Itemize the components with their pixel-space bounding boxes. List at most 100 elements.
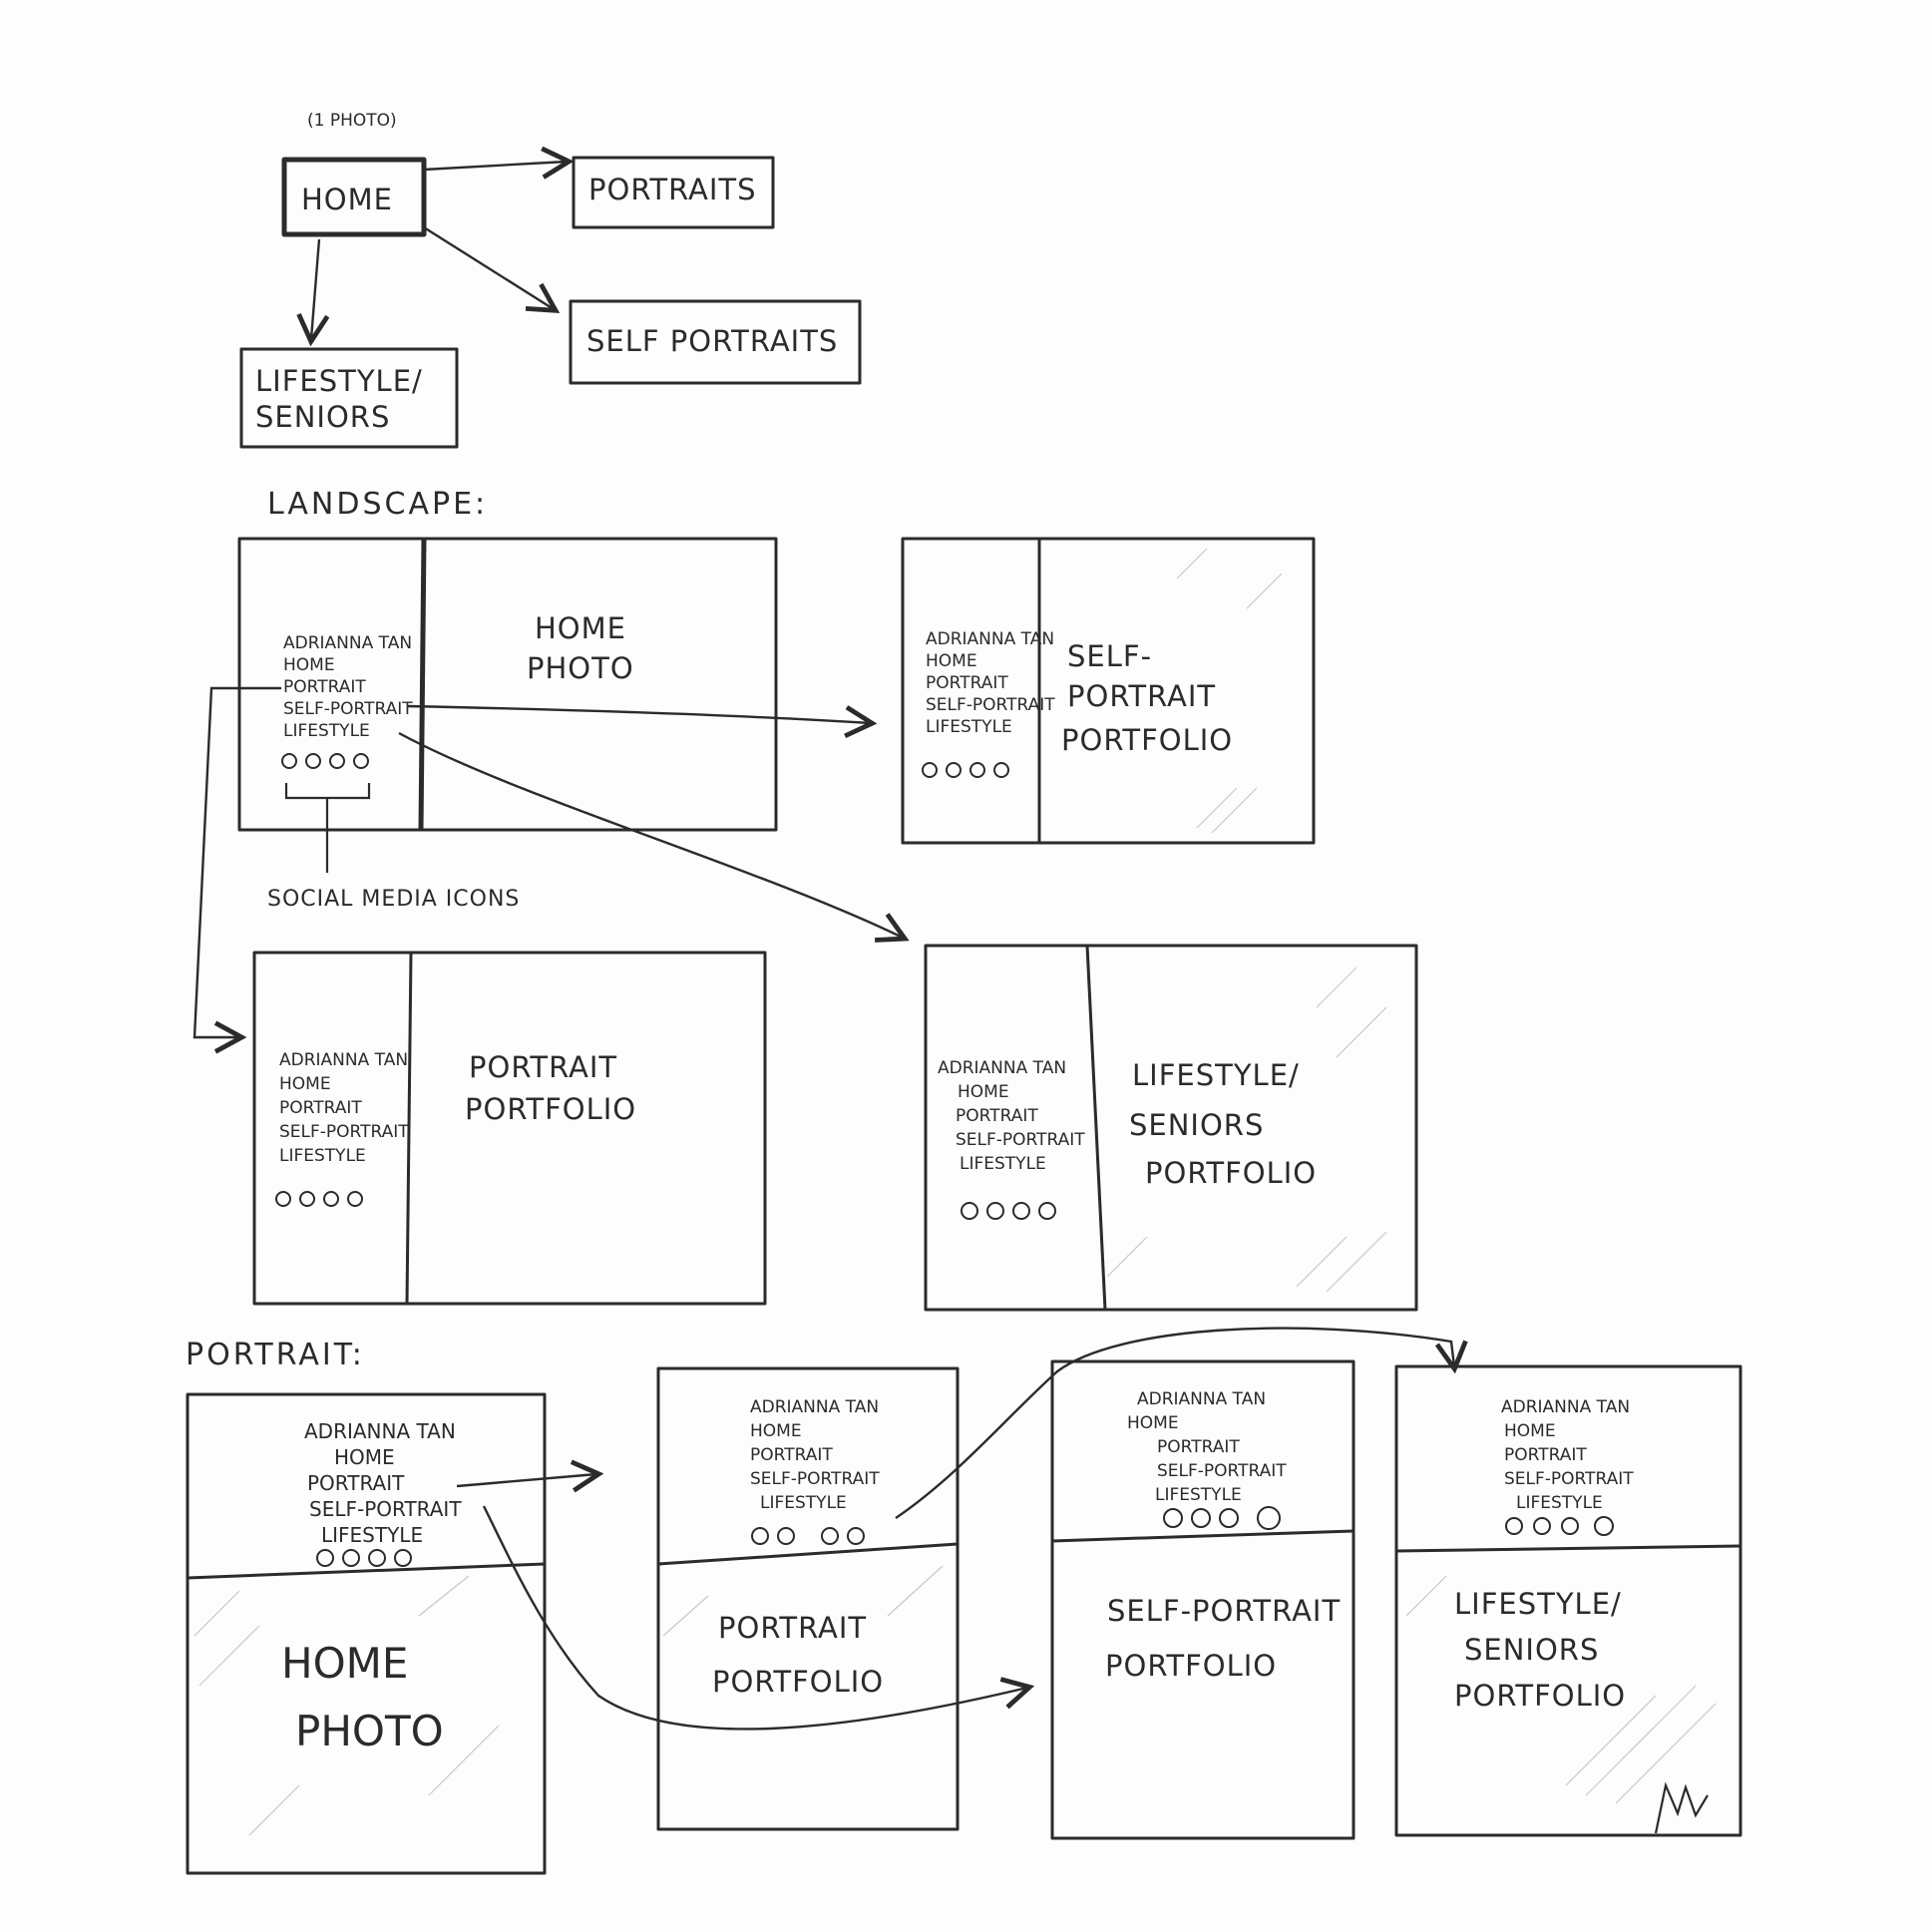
nav-item-self-portrait: SELF-PORTRAIT — [750, 1469, 880, 1489]
social-icons — [1505, 1516, 1614, 1536]
arrow-home-to-portraits — [423, 162, 567, 170]
section-label-landscape: LANDSCAPE: — [267, 487, 488, 522]
nav-item-portrait: PORTRAIT — [283, 677, 366, 697]
nav-name: ADRIANNA TAN — [938, 1058, 1066, 1078]
nav-name: ADRIANNA TAN — [750, 1397, 879, 1417]
nav-name: ADRIANNA TAN — [279, 1050, 408, 1070]
nav-item-lifestyle: LIFESTYLE — [1516, 1493, 1603, 1513]
arrow-self-portrait-link — [406, 704, 870, 723]
arrow-portrait-link — [193, 686, 281, 1037]
nav-name: ADRIANNA TAN — [1501, 1397, 1630, 1417]
nav-item-home: HOME — [1504, 1421, 1556, 1441]
content-label-1: SELF-PORTRAIT — [1107, 1594, 1341, 1628]
content-label-1: PORTRAIT — [469, 1050, 617, 1084]
content-label-2: PHOTO — [295, 1707, 444, 1755]
nav-item-home: HOME — [958, 1082, 1009, 1102]
content-label-2: PORTRAIT — [1067, 679, 1216, 713]
nav-item-portrait: PORTRAIT — [1504, 1445, 1587, 1465]
sitemap: (1 PHOTO) HOME PORTRAITS SELF PORTRAITS … — [239, 111, 862, 449]
content-label-2: PORTFOLIO — [465, 1092, 636, 1126]
social-icons-bracket — [284, 783, 371, 800]
nav-item-portrait: PORTRAIT — [279, 1098, 362, 1118]
scribble — [1654, 1781, 1709, 1834]
nav-item-home: HOME — [1127, 1413, 1179, 1433]
social-icons — [1163, 1506, 1281, 1530]
sitemap-node-self-portraits-label: SELF PORTRAITS — [586, 324, 838, 358]
nav-name: ADRIANNA TAN — [926, 629, 1054, 649]
arrow-portrait-link — [456, 1474, 596, 1486]
landscape-self-portrait-wireframe: ADRIANNA TAN HOME PORTRAIT SELF- PORTRAIT… — [901, 537, 1316, 845]
sitemap-node-self-portraits: SELF PORTRAITS — [569, 299, 862, 385]
nav-item-lifestyle: LIFESTYLE — [283, 721, 370, 741]
content-label-1: PORTRAIT — [718, 1611, 867, 1645]
portrait-lifestyle-wireframe: ADRIANNA TAN HOME PORTRAIT SELF-PORTRAIT… — [1394, 1364, 1742, 1837]
nav-item-home: HOME — [750, 1421, 802, 1441]
nav-item-portrait: PORTRAIT — [307, 1471, 405, 1495]
nav-item-lifestyle: LIFESTYLE — [926, 717, 1012, 737]
content-label-2: PORTFOLIO — [712, 1665, 884, 1699]
content-label-3: PORTFOLIO — [1145, 1156, 1317, 1190]
nav-item-self-portrait: SELF-PORTRAIT — [956, 1130, 1085, 1150]
nav-item-lifestyle: LIFESTYLE — [279, 1146, 366, 1166]
section-label-portrait: PORTRAIT: — [186, 1338, 365, 1372]
sitemap-node-portraits-label: PORTRAITS — [588, 173, 757, 206]
nav-item-self-portrait: SELF-PORTRAIT — [1504, 1469, 1634, 1489]
landscape-home-wireframe: ADRIANNA TAN HOME PORTRAIT SELF-PORTRAIT… — [237, 537, 778, 873]
nav-item-self-portrait: SELF-PORTRAIT — [279, 1122, 409, 1142]
nav-item-lifestyle: LIFESTYLE — [960, 1154, 1046, 1174]
nav-item-lifestyle: LIFESTYLE — [760, 1493, 847, 1513]
content-label-1: HOME — [281, 1639, 408, 1688]
social-icons — [316, 1549, 412, 1567]
content-label-1: HOME — [535, 611, 626, 645]
sitemap-node-home-label: HOME — [301, 183, 393, 216]
nav-name: ADRIANNA TAN — [1137, 1389, 1266, 1409]
sitemap-node-lifestyle-label-1: LIFESTYLE/ — [255, 364, 423, 398]
arrow-home-to-lifestyle — [311, 238, 319, 339]
nav-name: ADRIANNA TAN — [304, 1419, 456, 1443]
content-label-1: LIFESTYLE/ — [1132, 1058, 1300, 1092]
content-label-2: PHOTO — [527, 651, 634, 685]
portrait-self-portrait-wireframe: ADRIANNA TAN HOME PORTRAIT SELF-PORTRAIT… — [1050, 1359, 1355, 1840]
arrow-self-portrait-link — [482, 1505, 1027, 1731]
nav-item-self-portrait: SELF-PORTRAIT — [283, 699, 413, 719]
arrow-home-to-self-portraits — [423, 225, 554, 309]
social-icons — [922, 762, 1009, 778]
social-media-icons-label: SOCIAL MEDIA ICONS — [267, 887, 520, 912]
content-label-2: PORTFOLIO — [1105, 1649, 1277, 1683]
content-label-3: PORTFOLIO — [1454, 1679, 1626, 1713]
sitemap-node-lifestyle-label-2: SENIORS — [255, 400, 390, 434]
nav-item-self-portrait: SELF-PORTRAIT — [1157, 1461, 1287, 1481]
nav-item-home: HOME — [279, 1074, 331, 1094]
arrow-lifestyle-link — [398, 731, 903, 938]
portrait-portrait-wireframe: ADRIANNA TAN HOME PORTRAIT SELF-PORTRAIT… — [656, 1366, 960, 1831]
content-label-2: SENIORS — [1129, 1108, 1264, 1142]
nav-name: ADRIANNA TAN — [283, 633, 412, 653]
social-icons — [961, 1202, 1056, 1220]
content-label-3: PORTFOLIO — [1061, 723, 1233, 757]
nav-item-lifestyle: LIFESTYLE — [1155, 1485, 1242, 1505]
nav-item-home: HOME — [283, 655, 335, 675]
content-label-2: SENIORS — [1464, 1633, 1599, 1667]
social-icons — [751, 1527, 865, 1545]
sitemap-node-portraits: PORTRAITS — [572, 156, 775, 229]
social-icons — [275, 1191, 363, 1207]
social-icons — [281, 753, 369, 769]
portrait-home-wireframe: ADRIANNA TAN HOME PORTRAIT SELF-PORTRAIT… — [186, 1392, 547, 1875]
content-label-1: LIFESTYLE/ — [1454, 1587, 1622, 1621]
landscape-portrait-wireframe: ADRIANNA TAN HOME PORTRAIT SELF-PORTRAIT… — [252, 951, 767, 1306]
nav-item-lifestyle: LIFESTYLE — [321, 1523, 423, 1547]
landscape-lifestyle-wireframe: ADRIANNA TAN HOME PORTRAIT SELF-PORTRAIT… — [924, 944, 1418, 1312]
sitemap-node-home: HOME — [281, 157, 427, 237]
nav-item-portrait: PORTRAIT — [750, 1445, 833, 1465]
content-label-1: SELF- — [1067, 639, 1152, 673]
nav-item-portrait: PORTRAIT — [926, 673, 1008, 693]
home-note: (1 PHOTO) — [307, 111, 397, 131]
nav-item-home: HOME — [334, 1445, 395, 1469]
nav-item-portrait: PORTRAIT — [1157, 1437, 1240, 1457]
nav-item-home: HOME — [926, 651, 977, 671]
nav-item-self-portrait: SELF-PORTRAIT — [309, 1497, 462, 1521]
arrow-lifestyle-link — [895, 1327, 1454, 1519]
sitemap-node-lifestyle: LIFESTYLE/ SENIORS — [239, 347, 459, 449]
nav-item-portrait: PORTRAIT — [956, 1106, 1038, 1126]
